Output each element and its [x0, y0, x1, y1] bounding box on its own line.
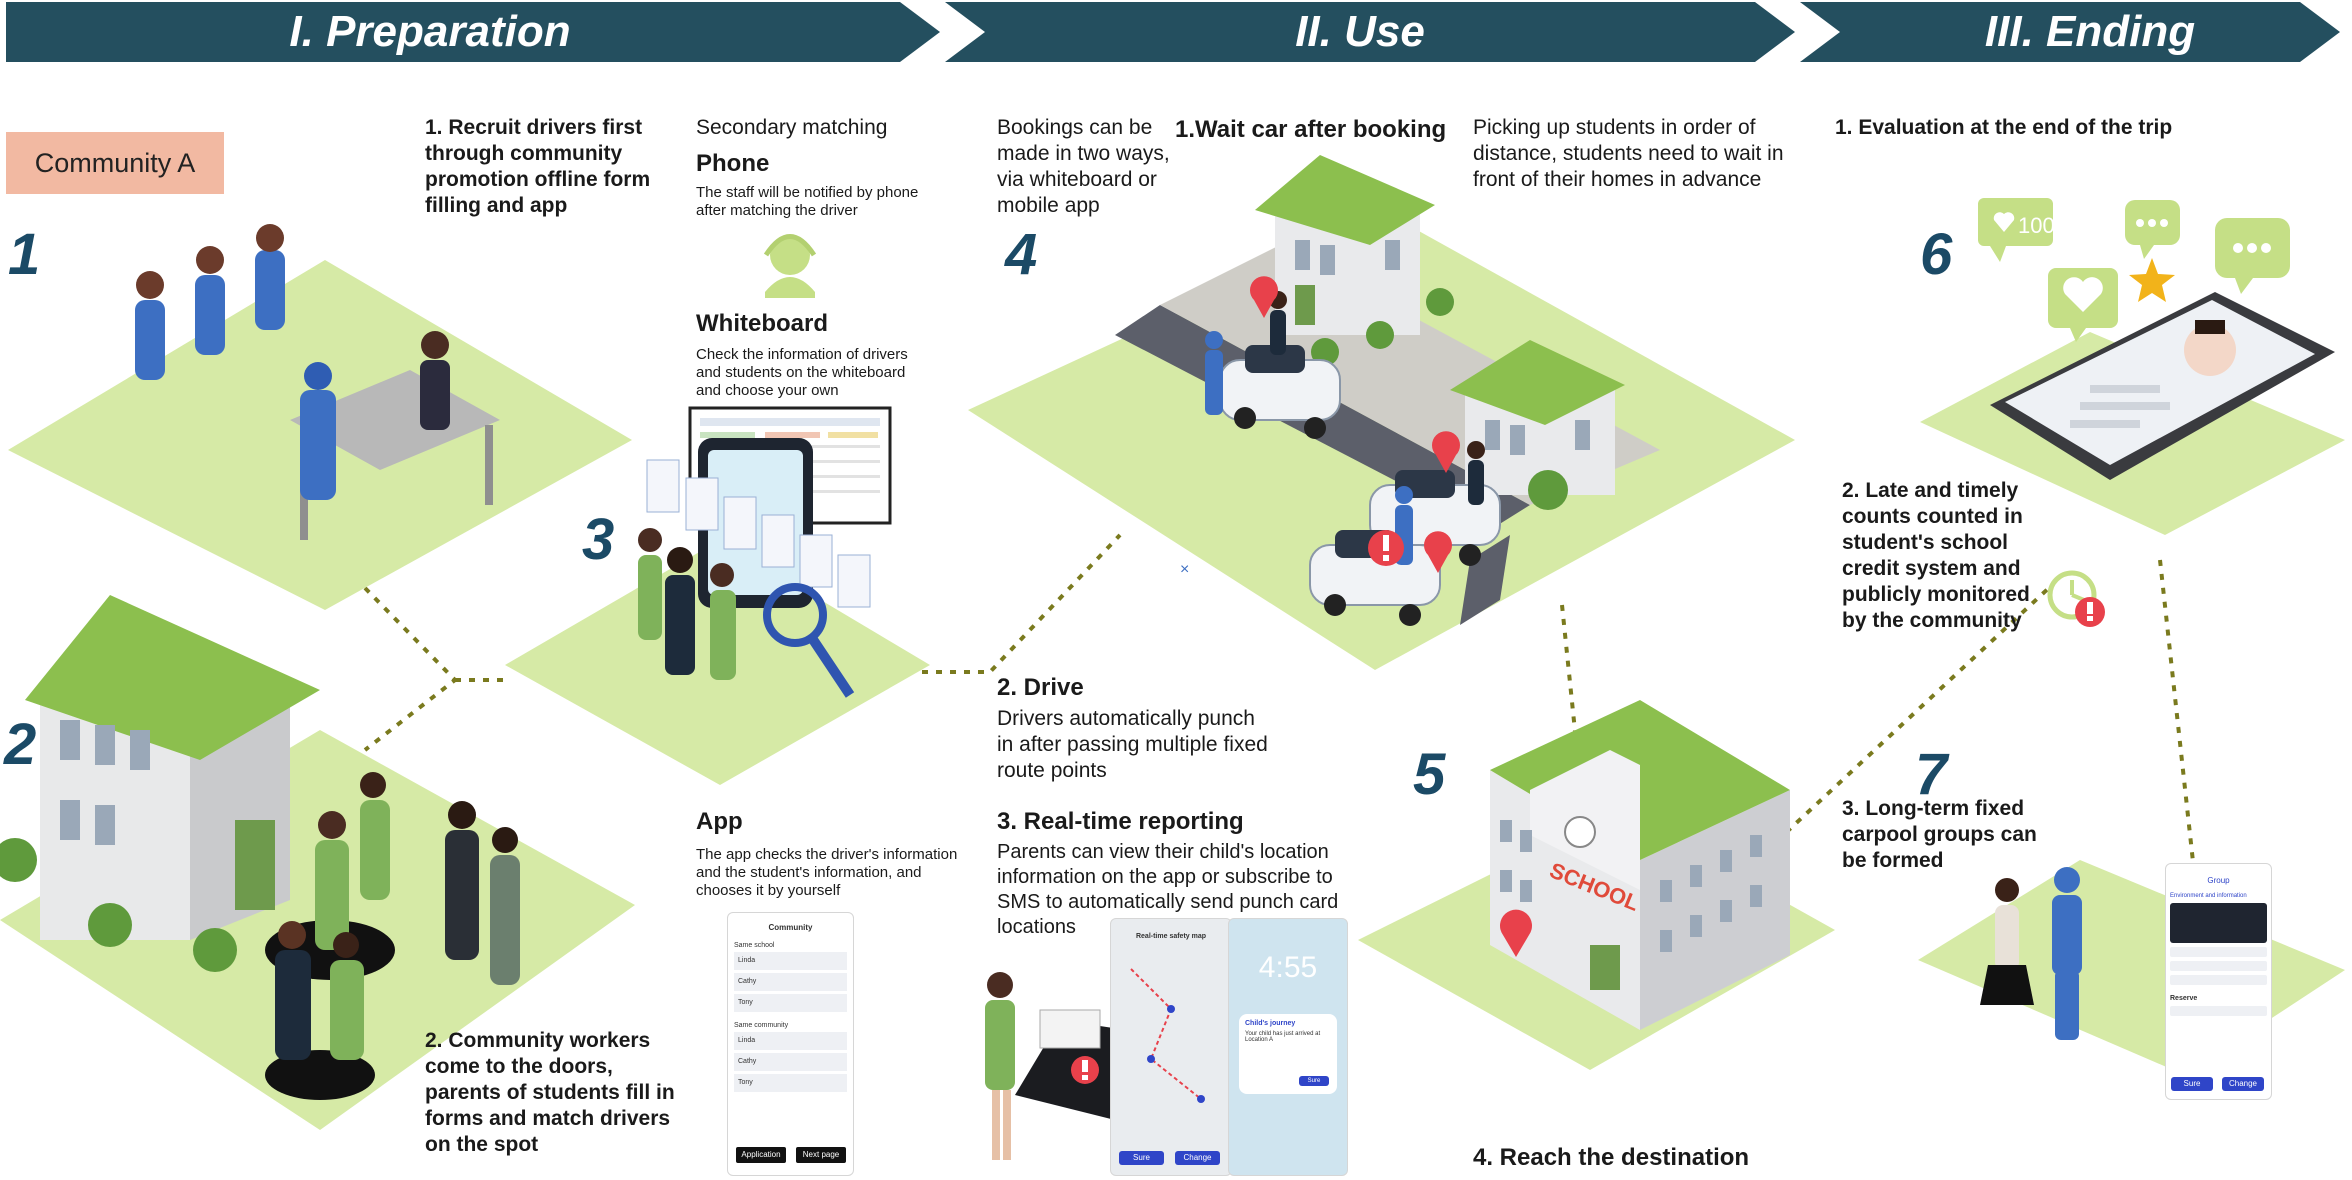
group-mock-reserve: Reserve — [2170, 995, 2198, 1002]
like-count: 100 — [2018, 213, 2055, 238]
app-mock-screen: Community Same school Linda Cathy Tony S… — [727, 912, 854, 1176]
realtime-reporting-title: 3. Real-time reporting — [997, 808, 1244, 835]
alert-icon — [1368, 530, 1404, 566]
waiting-people — [135, 224, 285, 380]
handshake-illustration — [1980, 867, 2082, 1040]
pickup-text: Picking up students in order of distance… — [1473, 116, 1784, 191]
credit-counts-text: 2. Late and timely counts counted in stu… — [1842, 479, 2030, 632]
phase-title-use: II. Use — [1295, 7, 1425, 56]
phone-title: Phone — [696, 150, 770, 177]
group-mock-title: Group — [2207, 876, 2230, 885]
community-workers-text: 2. Community workers come to the doors, … — [425, 1029, 675, 1156]
app-mock-row[interactable]: Cathy — [734, 973, 847, 991]
heart-icon — [1993, 212, 2015, 232]
notification-body: Your child has just arrived at Location … — [1245, 1031, 1321, 1043]
heart-icon — [2063, 277, 2103, 312]
whiteboard-description: Check the information of drivers and stu… — [696, 346, 908, 399]
safety-map-header: Real-time safety map — [1135, 933, 1207, 940]
journey-notification[interactable]: Child's journey Your child has just arri… — [1239, 1014, 1337, 1094]
star-icon — [2129, 258, 2175, 302]
parents-group — [265, 772, 520, 1100]
phase-arrow-use — [945, 2, 1795, 62]
app-mock-row[interactable]: Cathy — [734, 1053, 847, 1071]
house-top — [1255, 155, 1435, 335]
safety-map-screen: Real-time safety map Sure Change — [1110, 918, 1232, 1176]
step-number-4: 4 — [1005, 222, 1038, 287]
realtime-reporting-description: Parents can view their child's location … — [997, 841, 1339, 938]
notification-title: Child's journey — [1245, 1020, 1296, 1027]
step-number-3: 3 — [582, 507, 615, 572]
carpool-group-text: 3. Long-term fixed carpool groups can be… — [1842, 797, 2037, 872]
next-page-button[interactable]: Next page — [796, 1147, 846, 1163]
app-mock-row[interactable]: Tony — [734, 1074, 847, 1092]
bookings-text: Bookings can be made in two ways, via wh… — [997, 116, 1170, 217]
reach-destination-title: 4. Reach the destination — [1473, 1144, 1750, 1171]
app-mock-section-same-school: Same school — [734, 942, 775, 949]
connector-3-4 — [922, 533, 1122, 674]
app-mock-section-same-community: Same community — [734, 1022, 789, 1029]
whiteboard-title: Whiteboard — [696, 310, 828, 337]
drive-description: Drivers automatically punch in after pas… — [997, 707, 1268, 782]
app-mock-name: Tony — [738, 999, 753, 1006]
location-pin — [1250, 276, 1460, 573]
app-mock-name: Cathy — [738, 978, 757, 985]
app-mock-title: Community — [768, 923, 813, 932]
route-map — [1130, 968, 1205, 1103]
group-mock-section: Environment and information — [2170, 893, 2247, 899]
wait-car-title: 1.Wait car after booking — [1175, 116, 1447, 143]
drive-title: 2. Drive — [997, 674, 1084, 701]
app-title: App — [696, 808, 743, 835]
map-change-button[interactable]: Change — [1175, 1151, 1220, 1165]
lock-screen: 4:55 Child's journey Your child has just… — [1228, 918, 1348, 1176]
secondary-matching-label: Secondary matching — [696, 116, 888, 139]
app-mock-name: Tony — [738, 1079, 753, 1086]
group-mock-row — [2170, 961, 2267, 971]
phase-title-preparation: I. Preparation — [289, 7, 571, 56]
group-sure-button[interactable]: Sure — [2171, 1077, 2213, 1091]
community-badge: Community A — [6, 132, 224, 194]
smartphone-illustration — [1990, 292, 2335, 480]
evaluation-text: 1. Evaluation at the end of the trip — [1835, 116, 2173, 139]
map-sure-button[interactable]: Sure — [1119, 1151, 1164, 1165]
app-mock-row[interactable]: Linda — [734, 1032, 847, 1050]
application-button[interactable]: Application — [736, 1147, 786, 1163]
step-number-5: 5 — [1413, 742, 1446, 807]
step-number-2: 2 — [4, 712, 37, 777]
reserve-input[interactable] — [2170, 1006, 2267, 1016]
phase-title-ending: III. Ending — [1984, 7, 2196, 56]
step-number-7: 7 — [1915, 742, 1948, 807]
group-mock-row — [2170, 975, 2267, 985]
app-description: The app checks the driver's information … — [696, 846, 958, 899]
location-pin — [1500, 909, 1533, 957]
step-number-6: 6 — [1920, 222, 1953, 287]
phone-description: The staff will be notified by phone afte… — [696, 184, 919, 219]
group-mock-row — [2170, 947, 2267, 957]
chat-dots-icon — [2136, 219, 2271, 253]
connector-1-2 — [363, 586, 458, 752]
students-at-whiteboard — [638, 528, 736, 680]
app-mock-name: Linda — [738, 957, 756, 964]
phase-banner — [6, 2, 2340, 62]
group-photo-card — [2170, 903, 2267, 943]
recruit-drivers-text: 1. Recruit drivers first through communi… — [425, 116, 651, 217]
lock-screen-time: 4:55 — [1258, 951, 1318, 984]
house-illustration — [25, 595, 320, 940]
step-number-1: 1 — [8, 222, 41, 287]
app-mock-name: Cathy — [738, 1058, 757, 1065]
school-building — [1490, 700, 1790, 1030]
app-mock-name: Linda — [738, 1037, 756, 1044]
phase-arrow-preparation — [6, 2, 940, 62]
app-mock-row[interactable]: Tony — [734, 994, 847, 1012]
headset-icon — [763, 234, 817, 298]
platform-7 — [1918, 860, 2345, 1075]
phase-arrow-ending — [1800, 2, 2340, 62]
group-change-button[interactable]: Change — [2222, 1077, 2264, 1091]
route-point-marker: × — [1180, 561, 1189, 578]
group-mock-screen: Group Environment and information Reserv… — [2165, 863, 2272, 1100]
clock-alert-icon — [2047, 570, 2105, 627]
connector-6-7 — [2158, 559, 2197, 881]
notification-sure-button[interactable]: Sure — [1299, 1076, 1329, 1086]
app-mock-row[interactable]: Linda — [734, 952, 847, 970]
